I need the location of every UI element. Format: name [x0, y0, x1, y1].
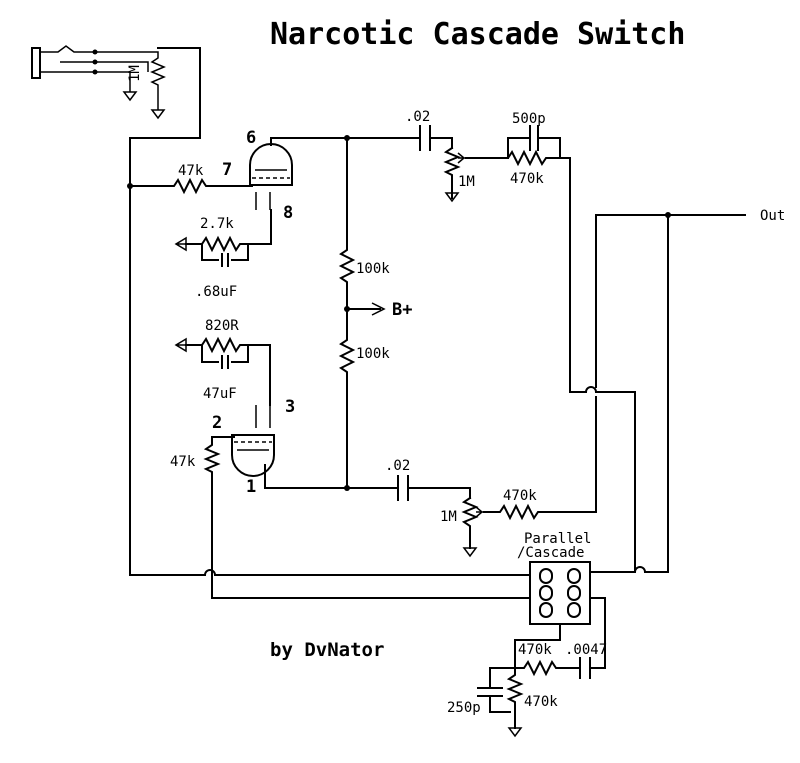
v2-coupling-cap-label: .02: [385, 458, 410, 474]
tube-v1: [249, 143, 293, 210]
switch-label-line1: Parallel: [524, 531, 591, 547]
pin-3-label: 3: [285, 397, 295, 417]
v1-coupling-cap-label: .02: [405, 109, 430, 125]
cascade-cap-label: .0047: [565, 642, 607, 658]
author-byline: by DvNator: [270, 639, 384, 661]
cascade-resistor-label: 470k: [518, 642, 552, 658]
plate-resistor-top-label: 100k: [356, 261, 390, 277]
trim-resistor-label: 470k: [524, 694, 558, 710]
v1-volume-pot-label: 1M: [458, 174, 475, 190]
pin-6-label: 6: [246, 128, 256, 148]
v1-mix-resistor-label: 470k: [510, 171, 544, 187]
switch-label-line2: /Cascade: [517, 545, 584, 561]
bright-cap-label: 500p: [512, 111, 546, 127]
v2-cathode-resistor-label: 820R: [205, 318, 239, 334]
tube-v2: [231, 405, 275, 477]
v2-cathode-cap-label: 47uF: [203, 386, 237, 402]
plate-resistor-bottom-label: 100k: [356, 346, 390, 362]
v1-cathode-resistor-label: 2.7k: [200, 216, 234, 232]
v1-cathode-cap-label: .68uF: [195, 284, 237, 300]
pin-7-label: 7: [222, 160, 232, 180]
pin-1-label: 1: [246, 477, 256, 497]
v2-grid-resistor-label: 47k: [170, 454, 196, 470]
pin-8-label: 8: [283, 203, 293, 223]
v1-grid-resistor-label: 47k: [178, 163, 204, 179]
output-label: Out: [760, 208, 785, 224]
trim-cap-label: 250p: [447, 700, 481, 716]
parallel-cascade-switch[interactable]: [529, 561, 591, 625]
v2-volume-pot-label: 1M: [440, 509, 457, 525]
schematic-title: Narcotic Cascade Switch: [270, 17, 685, 52]
bplus-label: B+: [392, 300, 412, 320]
input-jack: [31, 45, 166, 120]
jack-pot-label: 1M: [127, 65, 143, 82]
pin-2-label: 2: [212, 413, 222, 433]
v2-mix-resistor-label: 470k: [503, 488, 537, 504]
